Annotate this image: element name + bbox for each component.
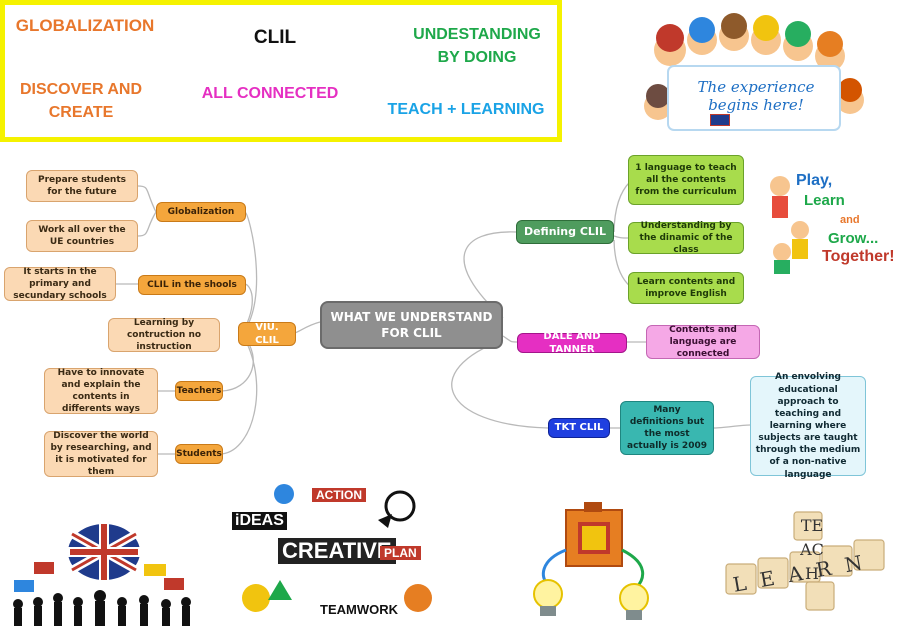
creative-illustration: [242, 484, 432, 612]
experience-text: The experience begins here!: [697, 78, 815, 114]
creative-collage-picture: ACTION iDEAS CREATIVE PLAN TEAMWORK: [228, 480, 442, 626]
teach-learn-tiles-picture: LEARN TEACH: [718, 508, 908, 620]
plan-label: PLAN: [380, 546, 421, 560]
teamwork-label: TEAMWORK: [320, 602, 398, 617]
play-learn-grow-picture: Play, Learn and Grow... Together!: [762, 168, 904, 278]
and-word: and: [840, 214, 860, 226]
node-dale-tanner: DALE AND TANNER: [517, 331, 627, 355]
circuit-picture: [520, 500, 666, 626]
banner-clil: CLIL: [253, 27, 297, 48]
leaf-def-2: Understanding by the dinamic of the clas…: [628, 221, 744, 255]
branch-students: Students: [175, 444, 223, 464]
topics-banner: GLOBALIZATION CLIL UNDESTANDING BY DOING…: [0, 0, 562, 142]
play-kids-illustration: [770, 176, 809, 274]
banner-connected: ALL CONNECTED: [201, 85, 339, 102]
languages-flags-picture: [4, 518, 200, 626]
leaf-discover: Discover the world by researching, and i…: [44, 431, 158, 477]
banner-understanding: UNDESTANDING BY DOING: [413, 26, 541, 67]
leaf-primary: It starts in the primary and secundary s…: [4, 267, 116, 301]
experience-kids-picture: The experience begins here!: [640, 10, 870, 140]
leaf-innovate: Have to innovate and explain the content…: [44, 368, 158, 414]
banner-teach: TEACH + LEARNING: [387, 101, 545, 118]
leaf-def-1: 1 language to teach all the contents fro…: [628, 155, 744, 205]
leaf-def-3: Learn contents and improve English: [628, 272, 744, 304]
branch-teachers: Teachers: [175, 381, 223, 401]
leaf-work-ue: Work all over the UE countries: [26, 220, 138, 252]
kids-illustration: [644, 13, 864, 131]
play-word: Play,: [796, 172, 833, 189]
leaf-tkt-1: Many definitions but the most actually i…: [620, 401, 714, 455]
creative-label: CREATIVE: [278, 538, 396, 564]
leaf-learning: Learning by contruction no instruction: [108, 318, 220, 352]
branch-globalization: Globalization: [156, 202, 246, 222]
grow-word: Grow...: [828, 230, 879, 247]
banner-globalization: GLOBALIZATION: [15, 16, 155, 35]
tiles-illustration: [725, 511, 885, 611]
uk-flag-icon: [710, 114, 730, 126]
learn-word: Learn: [804, 192, 845, 209]
teach-tiles-label: TEACH: [800, 516, 824, 583]
action-label: ACTION: [312, 488, 366, 502]
flags-illustration: [13, 524, 191, 626]
banner-discover: DISCOVER AND CREATE: [19, 81, 143, 122]
node-viu-clil: VIU. CLIL: [238, 322, 296, 346]
leaf-tkt-2: An envolving educational approach to tea…: [750, 372, 866, 480]
node-tkt-clil: TKT CLIL: [548, 418, 610, 438]
leaf-prepare: Prepare students for the future: [26, 170, 138, 202]
branch-clil-schools: CLIL in the shools: [138, 275, 246, 295]
circuit-illustration: [533, 502, 649, 620]
leaf-dale-1: Contents and language are connected: [646, 325, 760, 359]
center-node: WHAT WE UNDERSTAND FOR CLIL: [320, 301, 503, 349]
node-defining-clil: Defining CLIL: [516, 220, 614, 244]
together-word: Together!: [822, 248, 895, 265]
ideas-label: iDEAS: [232, 512, 287, 530]
